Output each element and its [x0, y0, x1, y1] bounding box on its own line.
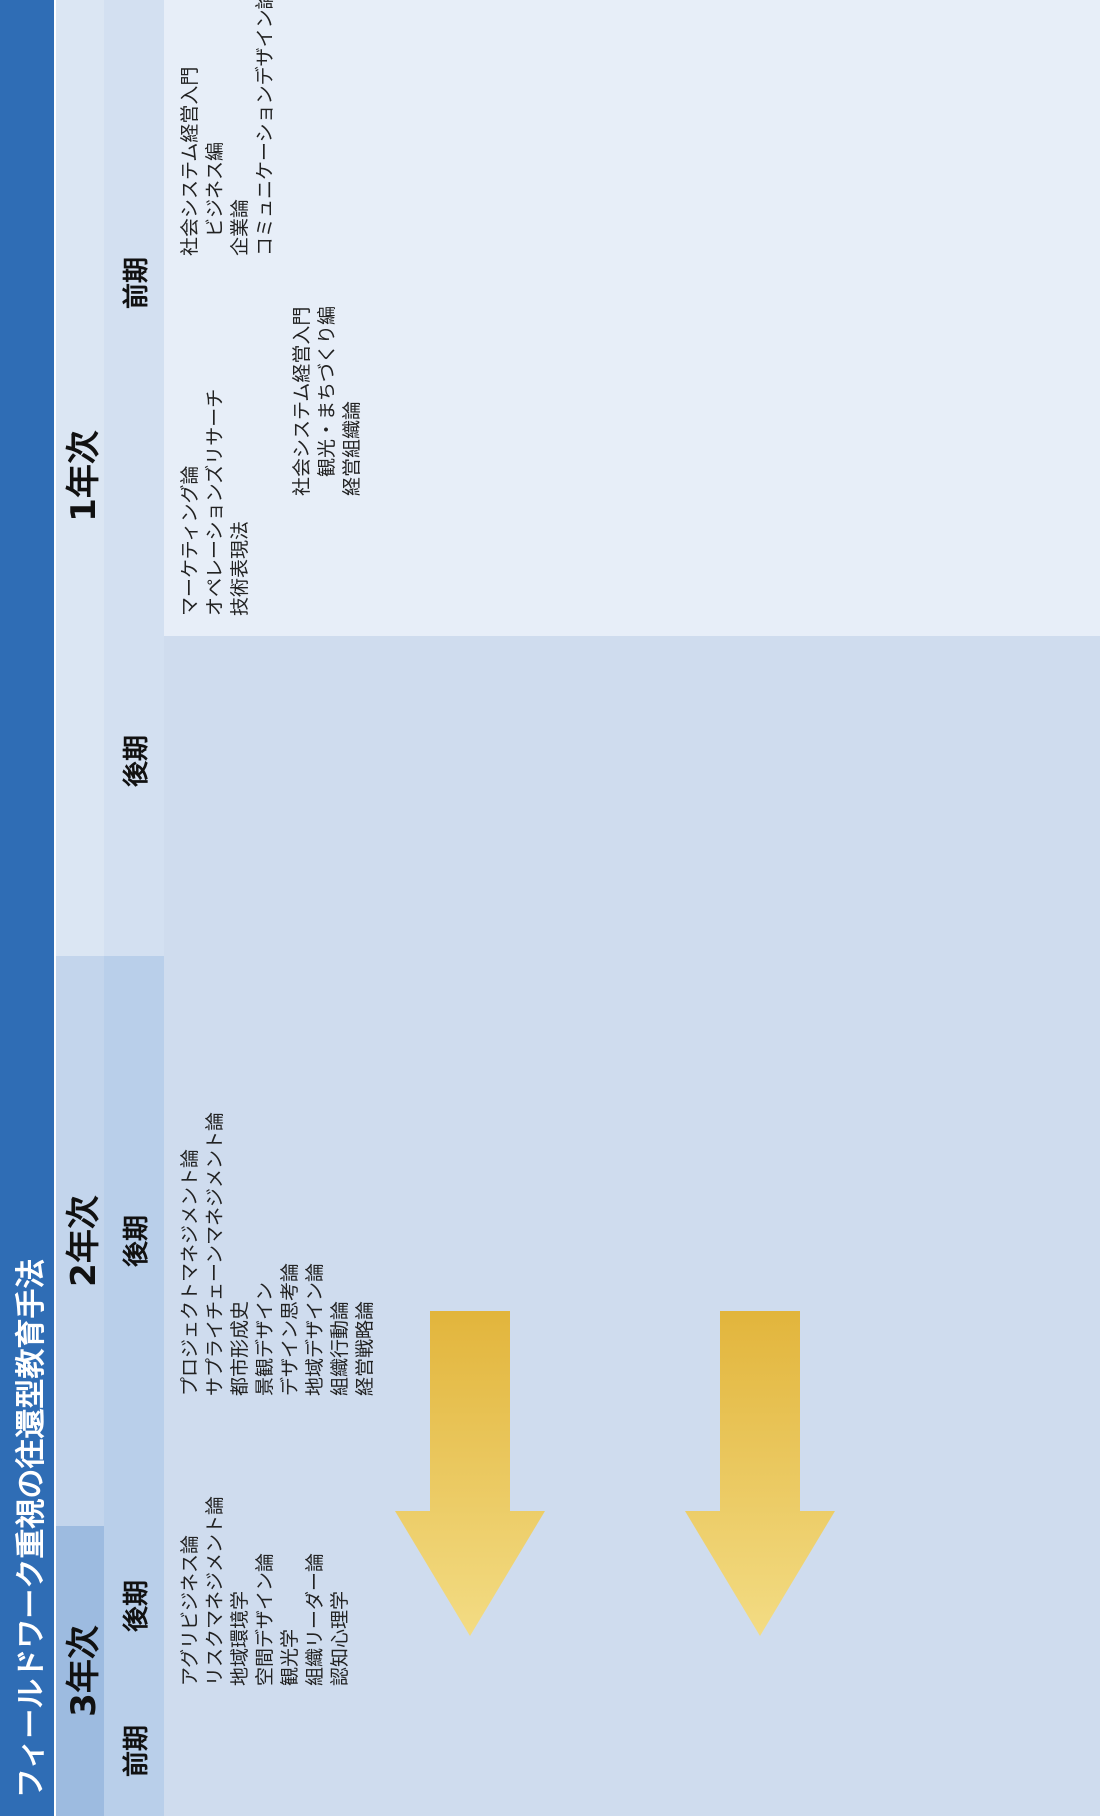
- gold-arrow-upper: [395, 1311, 545, 1636]
- gold-arrow-lower: [685, 1311, 835, 1636]
